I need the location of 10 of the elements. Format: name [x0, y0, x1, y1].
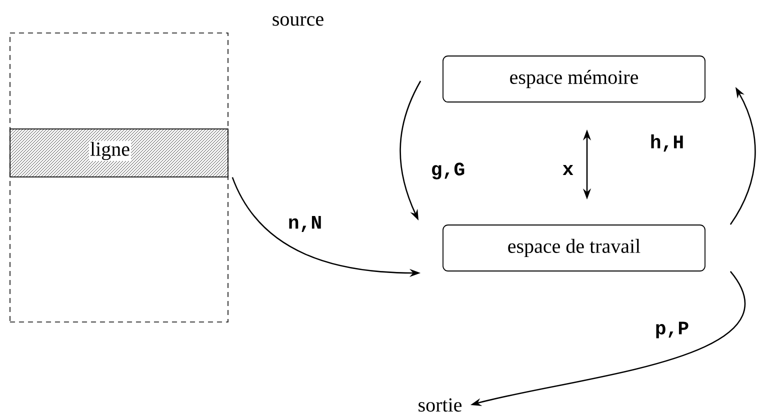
frame-heading: source: [272, 16, 324, 26]
edge-label: p,P: [654, 320, 690, 340]
edge-label: h,H: [648, 133, 686, 153]
rounded-box: espace de travail: [442, 224, 706, 272]
edge-label: g,G: [430, 162, 466, 180]
hatched-band: ligne: [10, 128, 228, 178]
rounded-box: espace mémoire: [442, 56, 706, 102]
output-label: sortie: [418, 398, 462, 412]
edge-label: n,N: [286, 215, 324, 233]
edge-label: x: [561, 164, 575, 176]
